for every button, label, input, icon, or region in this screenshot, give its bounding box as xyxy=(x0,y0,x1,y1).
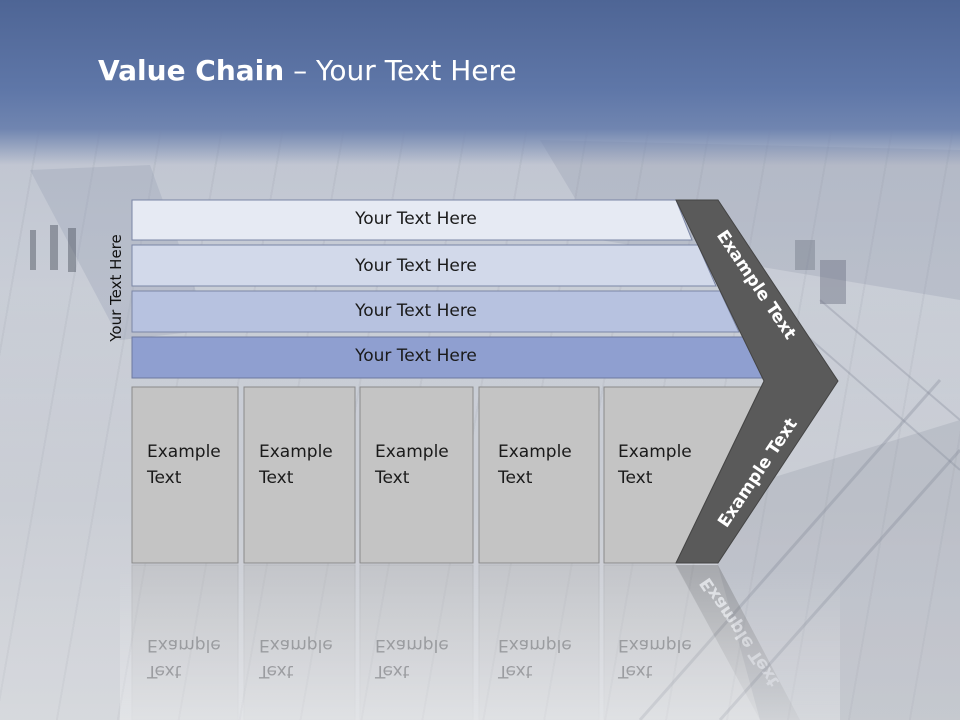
title-bold: Value Chain xyxy=(98,54,285,87)
box-5-reflection-line2: Text xyxy=(618,661,653,681)
box-4-reflection: Text Example xyxy=(498,632,572,684)
box-4-reflection-line2: Text xyxy=(498,661,533,681)
bar-2-label: Your Text Here xyxy=(355,256,477,276)
box-4-text: Example Text xyxy=(498,439,608,491)
title-rest: – Your Text Here xyxy=(284,54,517,87)
box-2-line2: Text xyxy=(259,468,294,488)
box-1-line1: Example xyxy=(147,442,221,462)
box-3-text: Example Text xyxy=(375,439,485,491)
box-5-line1: Example xyxy=(618,442,692,462)
bar-4-label: Your Text Here xyxy=(355,346,477,366)
box-5-line2: Text xyxy=(618,468,653,488)
box-5-text: Example Text xyxy=(618,439,728,491)
box-4-reflection-line1: Example xyxy=(498,635,572,655)
slide-title: Value Chain – Your Text Here xyxy=(98,54,517,87)
box-2-reflection: Text Example xyxy=(259,632,333,684)
box-1-line2: Text xyxy=(147,468,182,488)
chevron-arrow xyxy=(675,199,839,564)
box-2 xyxy=(243,386,356,564)
bar-1-label: Your Text Here xyxy=(355,209,477,229)
bar-3 xyxy=(131,290,740,333)
box-1-reflection-line1: Example xyxy=(147,635,221,655)
box-1 xyxy=(131,386,239,564)
box-2-text: Example Text xyxy=(259,439,369,491)
box-3 xyxy=(359,386,474,564)
box-3-line2: Text xyxy=(375,468,410,488)
bar-1 xyxy=(131,199,693,241)
header-band xyxy=(0,0,960,165)
box-4 xyxy=(478,386,600,564)
box-3-line1: Example xyxy=(375,442,449,462)
box-2-line1: Example xyxy=(259,442,333,462)
bar-3-label: Your Text Here xyxy=(355,301,477,321)
box-4-line2: Text xyxy=(498,468,533,488)
box-3-reflection: Text Example xyxy=(375,632,449,684)
box-5-reflection: Text Example xyxy=(618,632,692,684)
box-3-reflection-line2: Text xyxy=(375,661,410,681)
box-4-line1: Example xyxy=(498,442,572,462)
box-2-reflection-line2: Text xyxy=(259,661,294,681)
box-1-reflection: Text Example xyxy=(147,632,221,684)
box-1-reflection-line2: Text xyxy=(147,661,182,681)
box-3-reflection-line1: Example xyxy=(375,635,449,655)
box-2-reflection-line1: Example xyxy=(259,635,333,655)
bar-2 xyxy=(131,244,717,287)
box-1-text: Example Text xyxy=(147,439,257,491)
box-5-reflection-line1: Example xyxy=(618,635,692,655)
